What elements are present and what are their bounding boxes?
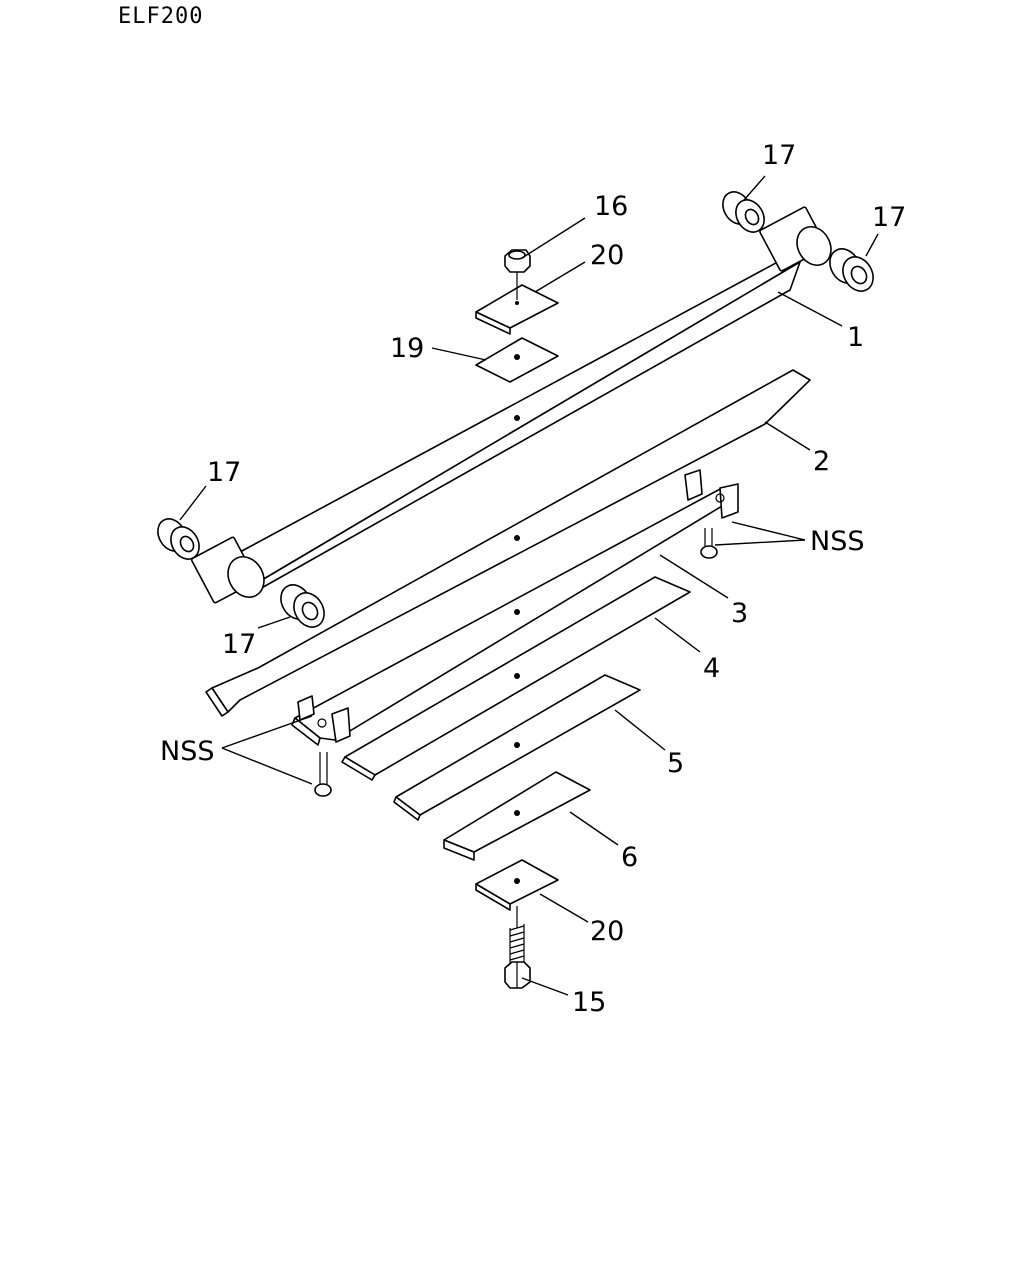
callout-17-front-upper: 17	[207, 457, 241, 488]
leaf-3	[291, 469, 739, 746]
callout-16: 16	[594, 191, 628, 222]
front-clip	[331, 707, 351, 743]
leaf-2	[205, 369, 811, 717]
callout-6: 6	[621, 842, 638, 873]
callout-20-top: 20	[590, 240, 624, 271]
top-plate-20	[475, 284, 559, 335]
bottom-plate-20	[475, 859, 559, 911]
callout-3: 3	[731, 598, 748, 629]
leaf-4	[341, 576, 691, 781]
main-leaf-1	[190, 206, 832, 604]
callout-1: 1	[847, 322, 864, 353]
callout-5: 5	[667, 748, 684, 779]
rear-eye-bushing-housing	[759, 206, 832, 272]
callout-nss-rear: NSS	[810, 526, 864, 557]
callout-2: 2	[813, 446, 830, 477]
leader-lines	[179, 175, 879, 996]
front-eye-bushing-housing	[190, 536, 265, 604]
bushing-17-front-upper	[157, 518, 200, 560]
leaf-6	[443, 771, 591, 861]
rear-clip	[684, 469, 703, 501]
callout-17-rear-upper: 17	[762, 140, 796, 171]
model-code: ELF200	[118, 4, 204, 29]
front-clip	[297, 695, 315, 721]
callout-17-rear-lower: 17	[872, 202, 906, 233]
leaf-5	[393, 674, 641, 821]
rivet-nss-front	[314, 752, 332, 797]
rivet-nss-rear	[700, 528, 718, 559]
bushing-17-rear-lower	[829, 248, 874, 292]
rear-clip	[719, 483, 739, 519]
callout-17-front-lower: 17	[222, 629, 256, 660]
callout-20-bottom: 20	[590, 916, 624, 947]
nut-16	[504, 249, 531, 300]
callout-15: 15	[572, 987, 606, 1018]
center-hole	[514, 415, 520, 421]
callout-nss-front: NSS	[160, 736, 214, 767]
callout-19: 19	[390, 333, 424, 364]
callout-4: 4	[703, 653, 720, 684]
plate-19	[475, 337, 559, 383]
bushing-17-front-lower	[280, 584, 325, 628]
center-bolt-15	[504, 906, 531, 989]
